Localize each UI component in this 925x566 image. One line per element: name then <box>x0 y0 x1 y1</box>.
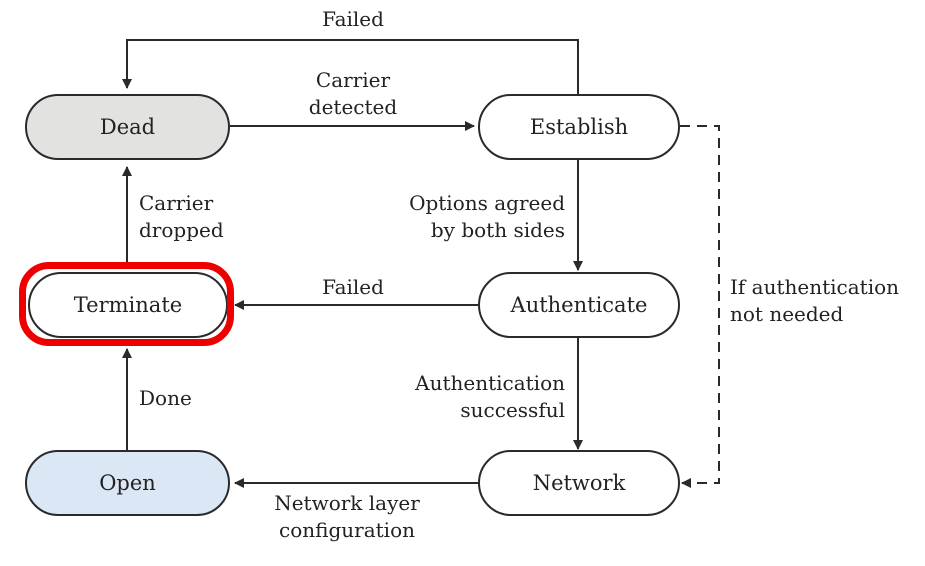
state-open: Open <box>25 450 230 516</box>
label-failed-middle: Failed <box>322 275 384 299</box>
label-failed-top: Failed <box>322 7 384 31</box>
arrow-establish-to-dead <box>122 39 579 94</box>
label-done: Done <box>139 386 192 410</box>
label-carrier-detected: Carrier detected <box>308 68 398 119</box>
label-network-layer-config: Network layer configuration <box>274 491 420 542</box>
state-network: Network <box>478 450 680 516</box>
label-options-agreed: Options agreed by both sides <box>409 191 565 242</box>
state-terminate: Terminate <box>28 272 228 338</box>
label-auth-successful: Authentication successful <box>415 371 565 422</box>
label-if-auth-not-needed: If authentication not needed <box>730 275 900 326</box>
label-carrier-dropped: Carrier dropped <box>139 191 224 242</box>
state-dead: Dead <box>25 94 230 160</box>
dashed-arrow-establish-to-network <box>680 125 720 488</box>
state-establish: Establish <box>478 94 680 160</box>
state-authenticate: Authenticate <box>478 272 680 338</box>
